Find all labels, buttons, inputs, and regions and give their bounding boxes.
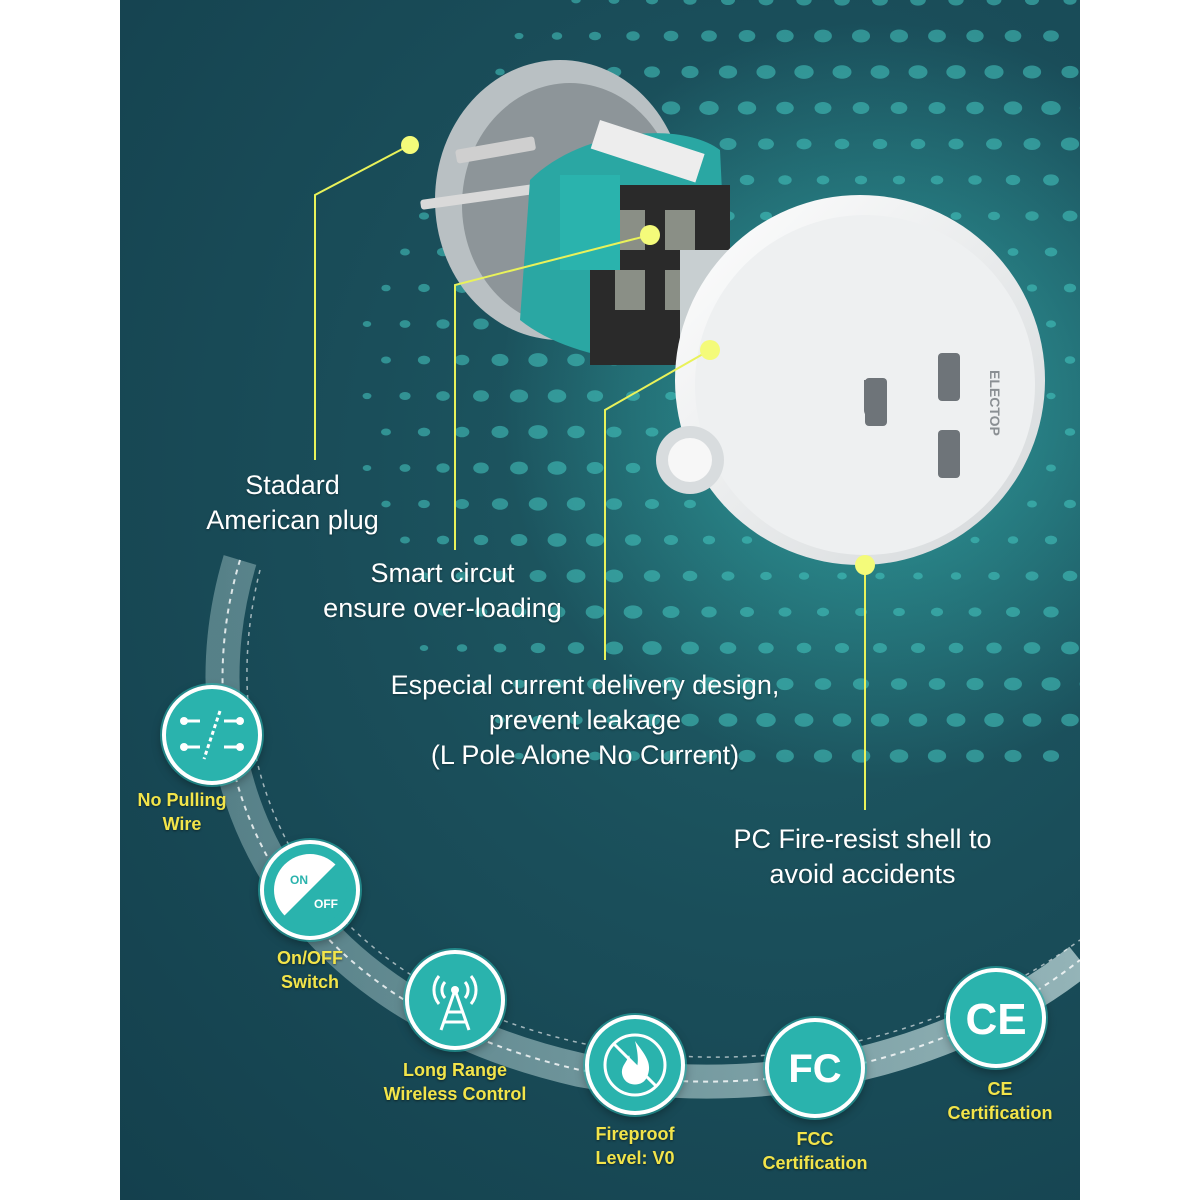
fireproof-badge — [585, 1015, 685, 1115]
callout-current-design: Especial current delivery design, preven… — [390, 670, 780, 770]
infographic-panel: ELECTOP Stadard American plug — [120, 0, 1080, 1200]
wireless-control-badge — [405, 950, 505, 1050]
no-pulling-wire-label: No Pulling Wire — [137, 790, 227, 834]
plug-front-shell: ELECTOP — [656, 195, 1045, 565]
on-off-switch-badge: ON OFF — [260, 840, 360, 940]
ce-badge: CE — [946, 968, 1046, 1068]
on-off-switch-label: On/OFF Switch — [277, 948, 343, 992]
callout-fire-resist-shell: PC Fire-resist shell to avoid accidents — [733, 824, 992, 889]
fcc-badge: FC — [765, 1018, 865, 1118]
fireproof-label: Fireproof Level: V0 — [595, 1124, 675, 1168]
fcc-icon: FC — [788, 1047, 841, 1091]
on-text: ON — [290, 873, 308, 887]
fcc-mark: FC — [788, 1047, 841, 1091]
off-text: OFF — [314, 897, 338, 911]
wireless-control-label: Long Range Wireless Control — [383, 1060, 527, 1104]
antenna-icon — [432, 975, 478, 1031]
ce-mark: CE — [965, 995, 1026, 1044]
no-pulling-wire-badge — [162, 685, 262, 785]
fcc-label: FCC Certification — [762, 1129, 868, 1173]
on-off-icon: ON OFF — [274, 854, 347, 927]
ce-label: CE Certification — [947, 1079, 1053, 1123]
flame-icon — [603, 1033, 667, 1097]
brand-text: ELECTOP — [987, 370, 1003, 436]
ce-icon: CE — [965, 995, 1026, 1044]
callout-smart-circuit: Smart circut ensure over-loading — [323, 558, 562, 623]
background-graphics: ELECTOP — [205, 0, 1080, 1099]
callout-standard-plug: Stadard American plug — [206, 470, 379, 535]
wire-icon — [180, 710, 244, 760]
